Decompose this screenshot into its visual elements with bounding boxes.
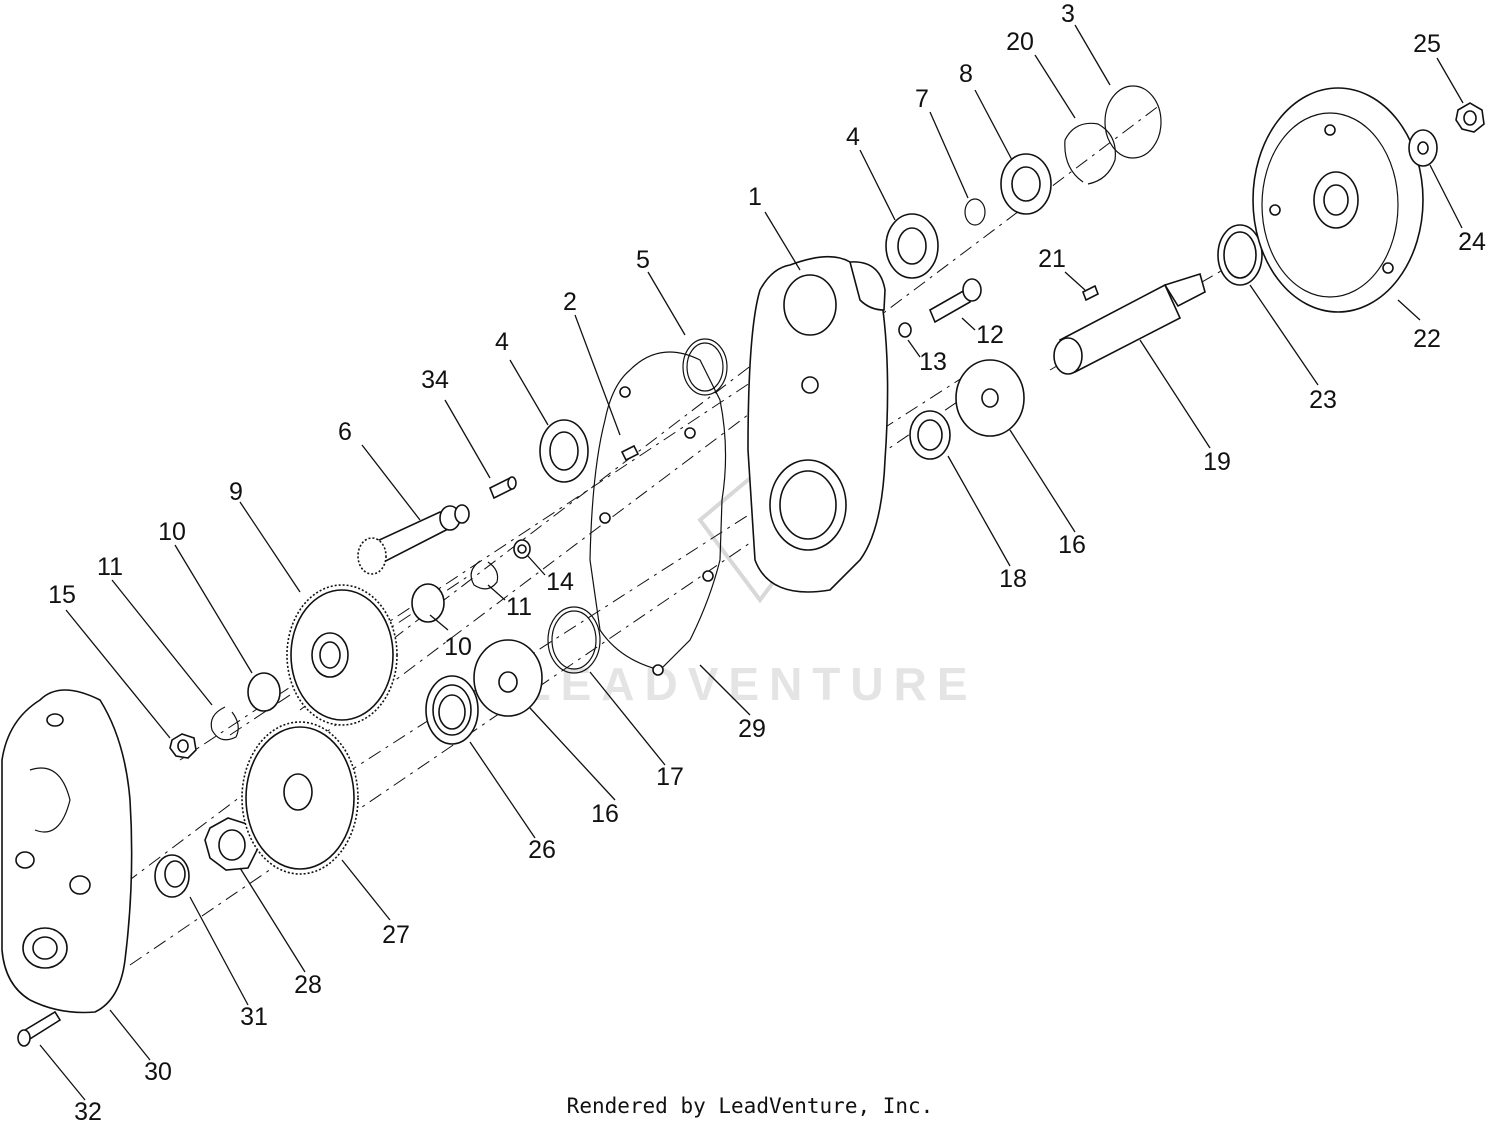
part-19-output-shaft [1053,272,1206,375]
part-9-gear [286,584,398,726]
callout-10: 10 [444,633,472,661]
callout-34: 34 [421,366,449,394]
part-24-washer [1408,129,1438,167]
part-5-o-ring [682,338,728,396]
callout-25: 25 [1413,30,1441,58]
callout-26: 26 [528,836,556,864]
part-14-washer [513,539,531,559]
callout-8: 8 [959,60,973,88]
callout-31: 31 [240,1003,268,1031]
callout-23: 23 [1309,386,1337,414]
part-17-o-ring [547,606,601,674]
watermark-text: LEADVENTURE [522,658,977,710]
part-7-snap-ring [964,198,986,226]
callout-5: 5 [636,246,650,274]
callout-21: 21 [1038,245,1066,273]
callout-29: 29 [738,715,766,743]
callout-18: 18 [999,565,1027,593]
callout-16: 16 [1058,531,1086,559]
render-credit: Rendered by LeadVenture, Inc. [566,1094,934,1118]
callout-3: 3 [1061,0,1075,28]
part-15-nut [169,733,197,759]
part-13-washer [898,322,912,338]
part-30-end-cover [1,689,133,1014]
leader-lines [39,24,1464,1101]
part-29-gasket [589,351,727,676]
part-4-bearing [539,213,939,483]
part-31-seal [154,854,190,898]
part-2-pin [620,444,640,462]
part-11-snap-ring [210,560,499,741]
callout-7: 7 [915,85,929,113]
part-6-pinion-shaft [357,504,470,575]
part-23-seal [1217,224,1263,286]
callout-13: 13 [919,348,947,376]
callout-15: 15 [48,581,76,609]
callout-4: 4 [495,328,509,356]
part-8-seal [1000,153,1052,215]
watermark: LEADVENTURE [522,467,977,710]
callout-11: 11 [506,593,532,621]
part-28-hex-nut [204,817,259,871]
part-34-dowel [488,476,517,500]
callout-19: 19 [1203,448,1231,476]
part-3-o-ring [1104,85,1162,159]
part-18-bearing [909,410,951,460]
callout-17: 17 [656,763,684,791]
callout-27: 27 [382,921,410,949]
callout-28: 28 [294,971,322,999]
callout-24: 24 [1458,228,1486,256]
callout-10: 10 [158,518,186,546]
part-20-retaining-ring [1064,122,1116,185]
callout-4: 4 [846,123,860,151]
callout-16: 16 [591,800,619,828]
part-27-large-gear [241,721,359,875]
callout-30: 30 [144,1058,172,1086]
part-21-key [1081,284,1100,302]
part-16-washer [473,359,1025,717]
part-32-bolt [17,1010,62,1047]
part-10-spacer [247,583,445,712]
part-1-gear-housing [747,255,889,593]
callout-9: 9 [229,478,243,506]
callout-14: 14 [546,568,574,596]
part-12-bolt [928,278,982,324]
callout-20: 20 [1006,28,1034,56]
part-22-wheel-hub [1252,87,1424,313]
part-25-nut [1455,102,1485,133]
callout-labels: 1 2 3 4 4 5 6 7 8 9 10 10 11 11 12 13 14… [48,0,1486,1126]
callout-1: 1 [748,183,762,211]
callout-6: 6 [338,418,352,446]
part-26-seal [425,675,479,745]
callout-12: 12 [976,321,1004,349]
callout-11: 11 [97,553,123,581]
callout-22: 22 [1413,325,1441,353]
callout-32: 32 [74,1098,102,1126]
callout-2: 2 [563,288,577,316]
